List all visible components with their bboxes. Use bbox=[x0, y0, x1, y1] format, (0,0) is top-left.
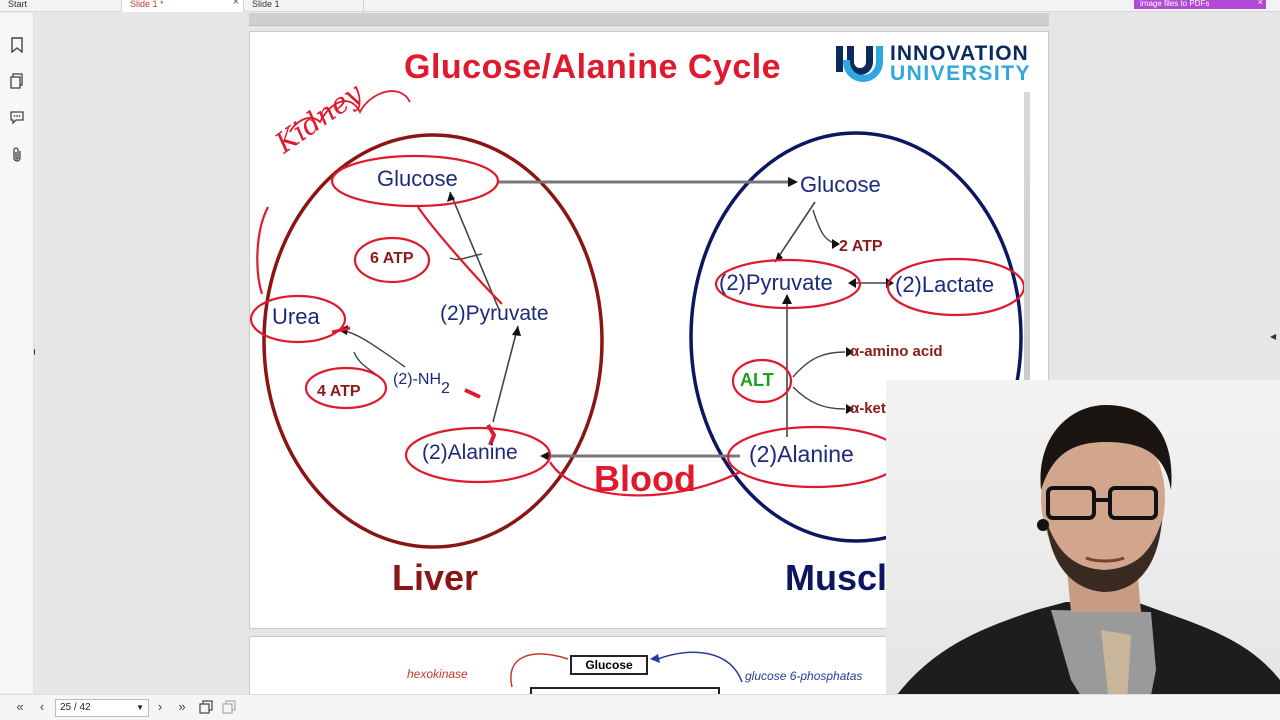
nh2-text: (2)-NH bbox=[393, 371, 441, 388]
liver-glucose-label: Glucose bbox=[377, 166, 458, 192]
liver-pyruvate-label: (2)Pyruvate bbox=[440, 302, 549, 326]
left-sidebar bbox=[0, 13, 34, 693]
copy-page-icon[interactable] bbox=[198, 700, 214, 716]
alt-to-keto-acid-arrow bbox=[793, 387, 845, 409]
atp2-branch bbox=[813, 210, 838, 244]
first-page-icon[interactable]: « bbox=[12, 700, 28, 716]
tab-slide-1[interactable]: Slide 1 bbox=[244, 0, 364, 12]
liver-4atp-label: 4 ATP bbox=[317, 383, 361, 401]
alanine-to-pyruvate-arrow bbox=[493, 326, 518, 422]
liver-label: Liver bbox=[392, 557, 478, 599]
next-page-icon[interactable]: › bbox=[152, 700, 168, 716]
nh2-to-urea-arrow bbox=[340, 330, 405, 367]
previous-page-bottom bbox=[249, 13, 1049, 26]
chevron-down-icon: ▼ bbox=[136, 700, 144, 716]
nh2-label: (2)-NH2 bbox=[393, 371, 450, 398]
next-glucose-box: Glucose bbox=[570, 655, 648, 675]
tab-label: Slide 1 bbox=[252, 0, 280, 9]
tab-label: Start bbox=[8, 0, 27, 9]
webcam-overlay bbox=[886, 380, 1280, 720]
tab-label: Slide 1 * bbox=[130, 0, 164, 9]
promo-banner[interactable]: image files to PDFs × bbox=[1134, 0, 1266, 9]
nh2-subscript: 2 bbox=[441, 380, 450, 397]
muscle-glucose-label: Glucose bbox=[800, 172, 881, 198]
duplicate-icon[interactable] bbox=[221, 700, 237, 716]
liver-6atp-label: 6 ATP bbox=[370, 250, 414, 268]
muscle-2atp-label: 2 ATP bbox=[839, 238, 883, 256]
page-number-select[interactable]: 25 / 42 ▼ bbox=[55, 699, 149, 717]
liver-alanine-label: (2)Alanine bbox=[422, 441, 518, 465]
presenter-video bbox=[886, 380, 1280, 720]
arrowhead bbox=[788, 177, 798, 187]
attachment-icon[interactable] bbox=[7, 145, 27, 165]
urea-label: Urea bbox=[272, 304, 320, 330]
lactate-label: (2)Lactate bbox=[895, 272, 994, 298]
alt-label: ALT bbox=[740, 370, 774, 391]
alt-to-amino-acid-arrow bbox=[793, 352, 845, 377]
pages-icon[interactable] bbox=[7, 71, 27, 91]
tab-slide-1-active[interactable]: Slide 1 * × bbox=[122, 0, 244, 12]
hexokinase-label: hexokinase bbox=[407, 667, 468, 681]
handwritten-kidney: Kidney bbox=[268, 76, 369, 161]
bottom-toolbar: « ‹ 25 / 42 ▼ › » bbox=[0, 694, 1280, 720]
bookmark-icon[interactable] bbox=[7, 35, 27, 55]
blood-label: Blood bbox=[594, 458, 696, 500]
muscle-alanine-label: (2)Alanine bbox=[749, 441, 854, 468]
tab-bar: Start Slide 1 * × Slide 1 image files to… bbox=[0, 0, 1280, 12]
close-icon[interactable]: × bbox=[1258, 0, 1263, 6]
tab-start[interactable]: Start bbox=[0, 0, 122, 12]
close-icon[interactable]: × bbox=[233, 0, 239, 6]
muscle-pyruvate-label: (2)Pyruvate bbox=[719, 270, 833, 296]
alpha-amino-acid-label: α-amino acid bbox=[850, 343, 943, 360]
page-indicator: 25 / 42 bbox=[60, 702, 91, 713]
promo-label: image files to PDFs bbox=[1140, 0, 1209, 8]
comment-icon[interactable] bbox=[7, 107, 27, 127]
atp4-branch bbox=[354, 352, 380, 377]
last-page-icon[interactable]: » bbox=[174, 700, 190, 716]
previous-page-icon[interactable]: ‹ bbox=[34, 700, 50, 716]
expand-right-panel-arrow-icon[interactable]: ◀ bbox=[1270, 332, 1278, 346]
glucose-6-phosphatase-label: glucose 6-phosphatas bbox=[745, 669, 862, 683]
glucose-to-pyruvate-arrow bbox=[775, 202, 815, 262]
